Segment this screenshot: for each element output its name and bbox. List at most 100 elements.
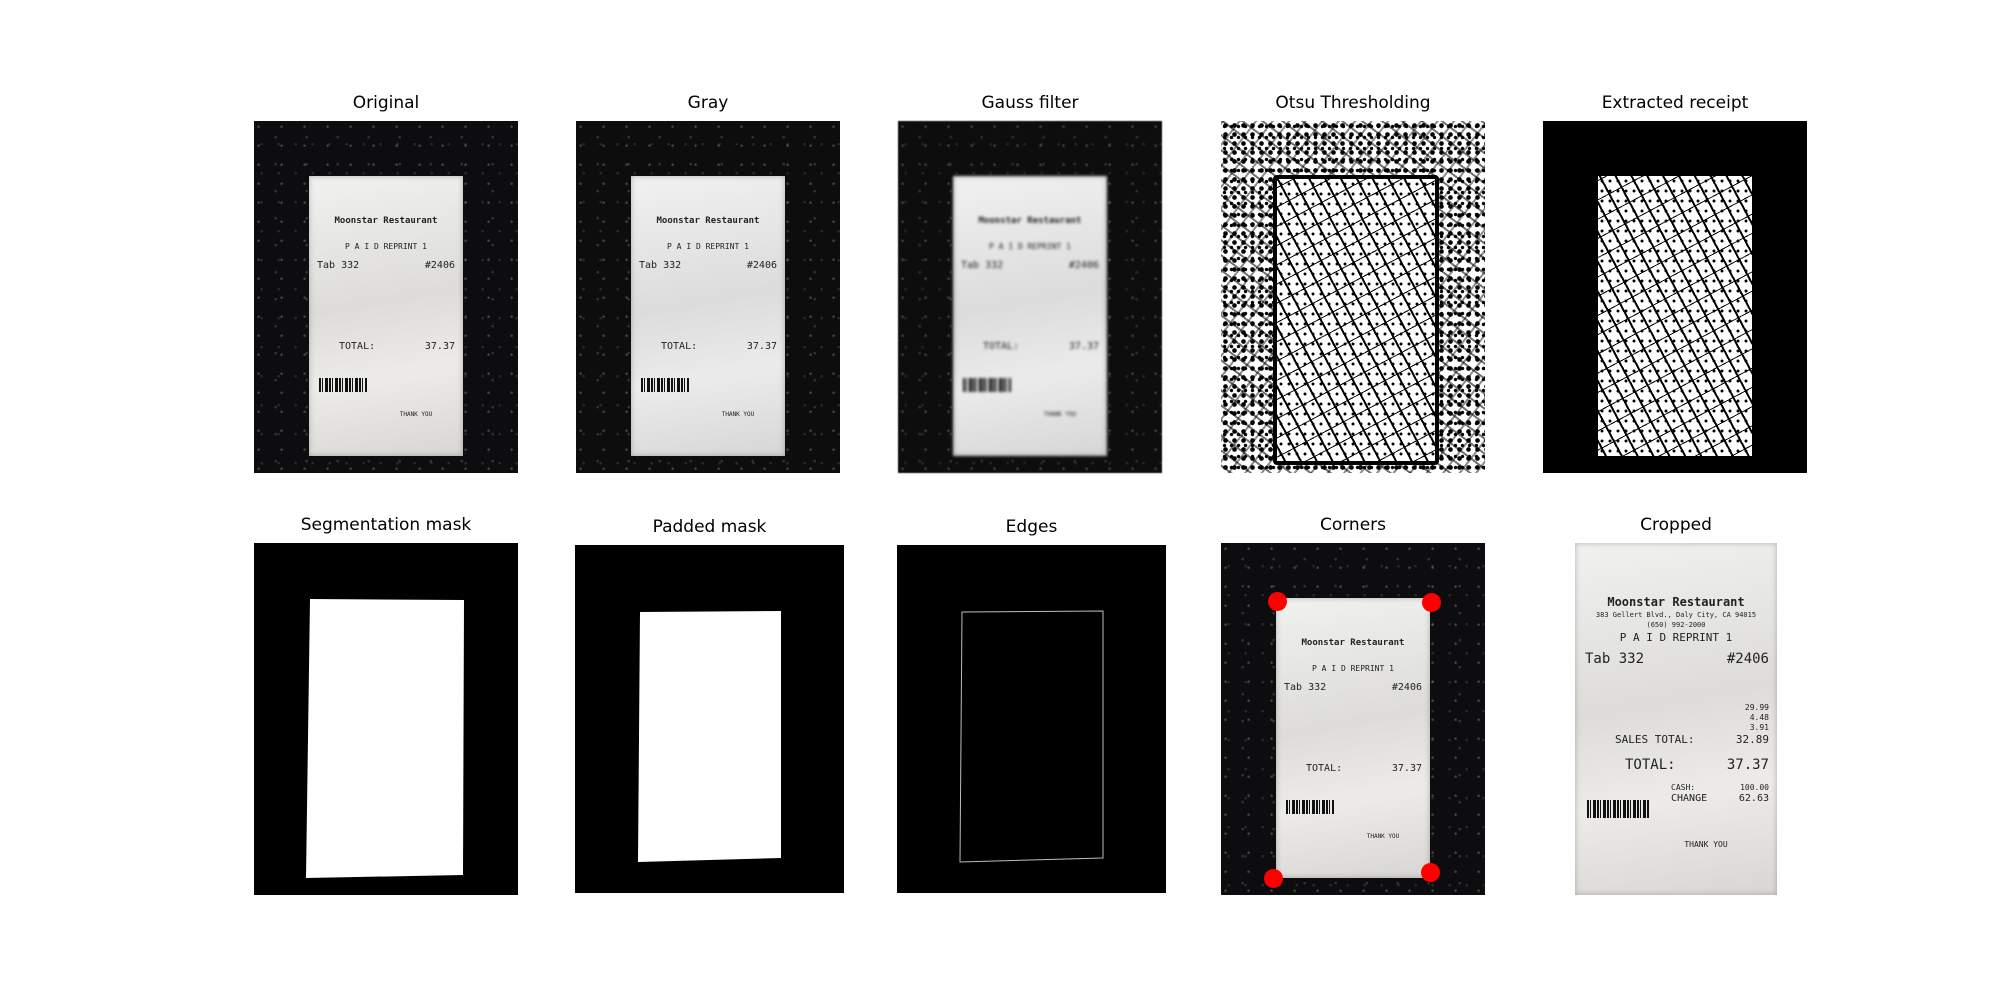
receipt-paid: P A I D REPRINT 1 xyxy=(309,242,463,251)
corner-marker-top-right xyxy=(1422,593,1441,612)
panel-title: Original xyxy=(254,93,518,113)
panel-segmentation-mask: Segmentation mask xyxy=(254,543,518,895)
receipt-barcode xyxy=(963,378,1011,392)
receipt-paid: P A I D REPRINT 1 xyxy=(1276,664,1430,673)
receipt-subtotal: 29.99 xyxy=(1745,703,1769,712)
panel-corners: Corners Moonstar Restaurant P A I D REPR… xyxy=(1221,543,1485,895)
extracted-receipt xyxy=(1598,176,1752,456)
receipt-thanks: THANK YOU xyxy=(691,411,785,418)
panel-title: Cropped xyxy=(1575,515,1777,535)
receipt-table: Tab 332 xyxy=(1284,682,1326,693)
receipt: Moonstar Restaurant P A I D REPRINT 1 Ta… xyxy=(309,176,463,456)
panel-padded-mask: Padded mask xyxy=(575,545,844,893)
receipt-total-row: TOTAL: 37.37 xyxy=(1625,757,1769,773)
panel-original: Original Moonstar Restaurant P A I D REP… xyxy=(254,121,518,473)
receipt-thanks: THANK YOU xyxy=(1635,840,1777,849)
receipt-order: #2406 xyxy=(425,260,455,271)
receipt-change: 62.63 xyxy=(1739,793,1769,804)
receipt-tax: 3.91 xyxy=(1750,723,1769,732)
receipt-total-label: TOTAL: xyxy=(339,341,375,352)
receipt-thanks: THANK YOU xyxy=(369,411,463,418)
receipt-table: Tab 332 xyxy=(639,260,681,271)
receipt-table: Tab 332 xyxy=(317,260,359,271)
receipt-restaurant: Moonstar Restaurant xyxy=(1575,595,1777,609)
corner-marker-top-left xyxy=(1268,592,1287,611)
corners-image: Moonstar Restaurant P A I D REPRINT 1 Ta… xyxy=(1221,543,1485,895)
receipt-change-row: CHANGE 62.63 xyxy=(1671,793,1769,804)
receipt-table-row: Tab 332 #2406 xyxy=(1585,651,1769,667)
receipt-total-label: TOTAL: xyxy=(661,341,697,352)
receipt-total: 37.37 xyxy=(1069,341,1099,352)
receipt-cash: 100.00 xyxy=(1740,783,1769,792)
corner-marker-bottom-right xyxy=(1421,863,1440,882)
receipt-address: 383 Gellert Blvd., Daly City, CA 94015 xyxy=(1575,611,1777,619)
panel-edges: Edges xyxy=(897,545,1166,893)
receipt-table-row: Tab 332 #2406 xyxy=(317,260,455,271)
corner-marker-bottom-left xyxy=(1264,869,1283,888)
panel-title: Gray xyxy=(576,93,840,113)
receipt: Moonstar Restaurant P A I D REPRINT 1 Ta… xyxy=(1276,598,1430,878)
receipt-total: 37.37 xyxy=(425,341,455,352)
receipt-barcode xyxy=(641,378,689,392)
padded-mask-image xyxy=(575,545,844,893)
receipt-paid: P A I D REPRINT 1 xyxy=(631,242,785,251)
edges-image xyxy=(897,545,1166,893)
receipt-paid: P A I D REPRINT 1 xyxy=(953,242,1107,251)
receipt-paid: P A I D REPRINT 1 xyxy=(1575,631,1777,644)
receipt-table-row: Tab 332 #2406 xyxy=(961,260,1099,271)
receipt: Moonstar Restaurant P A I D REPRINT 1 Ta… xyxy=(953,176,1107,456)
receipt-service: 4.48 xyxy=(1750,713,1769,722)
mask-shape xyxy=(254,543,518,895)
receipt-total-row: TOTAL: 37.37 xyxy=(339,341,455,352)
edge-outline xyxy=(897,545,1166,893)
receipt-order: #2406 xyxy=(1727,651,1769,667)
panel-title: Extracted receipt xyxy=(1543,93,1807,113)
receipt-total-row: TOTAL: 37.37 xyxy=(661,341,777,352)
receipt-change-label: CHANGE xyxy=(1671,793,1707,804)
receipt-total: 37.37 xyxy=(1392,763,1422,774)
receipt-service-row: 4.48 xyxy=(1685,713,1769,722)
extracted-image xyxy=(1543,121,1807,473)
receipt-cash-label: CASH: xyxy=(1671,783,1695,792)
panel-title: Corners xyxy=(1221,515,1485,535)
receipt-thanks: THANK YOU xyxy=(1336,833,1430,840)
receipt-total: 37.37 xyxy=(747,341,777,352)
panel-title: Segmentation mask xyxy=(254,515,518,535)
otsu-receipt xyxy=(1273,175,1439,465)
receipt-table: Tab 332 xyxy=(961,260,1003,271)
receipt-total: 37.37 xyxy=(1727,757,1769,773)
segmentation-mask-image xyxy=(254,543,518,895)
original-image: Moonstar Restaurant P A I D REPRINT 1 Ta… xyxy=(254,121,518,473)
receipt-total-row: TOTAL: 37.37 xyxy=(983,341,1099,352)
cropped-receipt: Moonstar Restaurant 383 Gellert Blvd., D… xyxy=(1575,543,1777,895)
panel-title: Otsu Thresholding xyxy=(1221,93,1485,113)
panel-title: Edges xyxy=(897,517,1166,537)
panel-gray: Gray Moonstar Restaurant P A I D REPRINT… xyxy=(576,121,840,473)
panel-cropped: Cropped Moonstar Restaurant 383 Gellert … xyxy=(1575,543,1777,895)
receipt-total-label: TOTAL: xyxy=(1306,763,1342,774)
mask-shape xyxy=(575,545,844,893)
receipt-tax-row: 3.91 xyxy=(1685,723,1769,732)
receipt-barcode xyxy=(1286,800,1334,814)
receipt-restaurant: Moonstar Restaurant xyxy=(1276,638,1430,648)
receipt-sales-total-label: SALES TOTAL: xyxy=(1615,733,1694,746)
receipt-sales-total-row: SALES TOTAL: 32.89 xyxy=(1615,733,1769,746)
receipt: Moonstar Restaurant P A I D REPRINT 1 Ta… xyxy=(631,176,785,456)
receipt-cash-row: CASH: 100.00 xyxy=(1671,783,1769,792)
receipt-table-row: Tab 332 #2406 xyxy=(639,260,777,271)
receipt-table: Tab 332 xyxy=(1585,651,1644,667)
otsu-image xyxy=(1221,121,1485,473)
receipt-subtotal-row: 29.99 xyxy=(1685,703,1769,712)
receipt-total-row: TOTAL: 37.37 xyxy=(1306,763,1422,774)
gauss-image: Moonstar Restaurant P A I D REPRINT 1 Ta… xyxy=(898,121,1162,473)
gray-image: Moonstar Restaurant P A I D REPRINT 1 Ta… xyxy=(576,121,840,473)
receipt-table-row: Tab 332 #2406 xyxy=(1284,682,1422,693)
receipt-restaurant: Moonstar Restaurant xyxy=(309,216,463,226)
receipt-sales-total: 32.89 xyxy=(1736,733,1769,746)
receipt-restaurant: Moonstar Restaurant xyxy=(631,216,785,226)
receipt-total-label: TOTAL: xyxy=(983,341,1019,352)
panel-otsu: Otsu Thresholding xyxy=(1221,121,1485,473)
receipt-barcode xyxy=(319,378,367,392)
panel-gauss: Gauss filter Moonstar Restaurant P A I D… xyxy=(898,121,1162,473)
panel-extracted: Extracted receipt xyxy=(1543,121,1807,473)
